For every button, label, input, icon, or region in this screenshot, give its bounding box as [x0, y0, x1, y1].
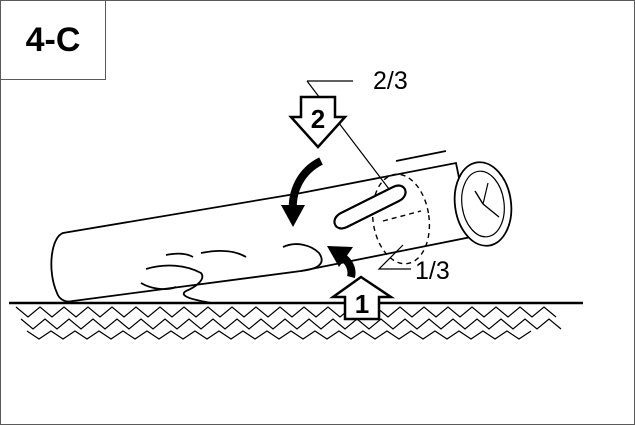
label-one-third: 1/3: [415, 257, 450, 285]
log-end-face: [453, 161, 513, 247]
soil-hatching: [15, 306, 562, 340]
step-one-number: 1: [355, 289, 369, 319]
arrow-step-two: 2: [288, 95, 348, 149]
curved-arrow-down: [281, 157, 323, 227]
step-two-number: 2: [311, 104, 325, 134]
log: [50, 150, 473, 304]
cut-zone: [333, 173, 431, 265]
label-two-thirds: 2/3: [373, 67, 408, 95]
figure-id-badge: 4-C: [1, 1, 106, 80]
arrow-step-one: 1: [329, 275, 396, 321]
curved-arrow-up: [327, 246, 356, 278]
